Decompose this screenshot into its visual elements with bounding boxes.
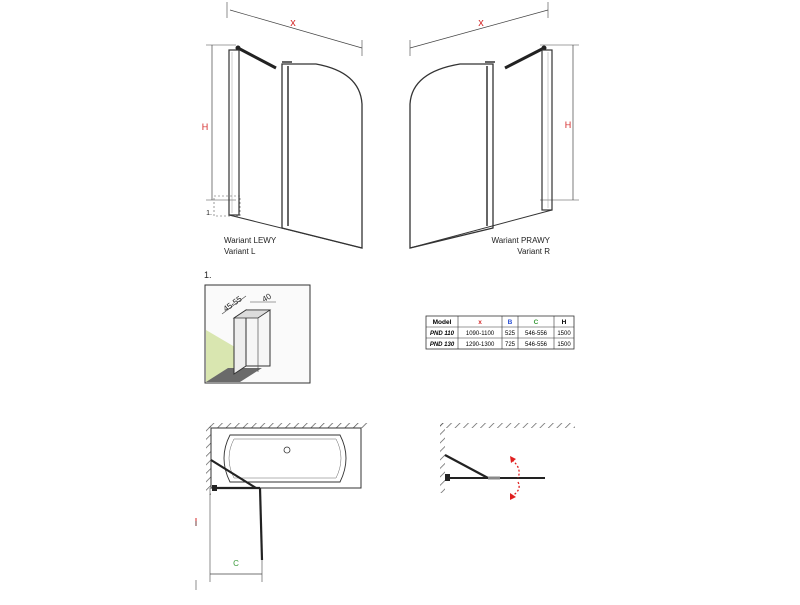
- table-header-cell: H: [562, 319, 567, 326]
- swing-panel: [281, 63, 363, 249]
- table-cell: 546-556: [525, 342, 548, 348]
- right-caption-line2: Variant R: [517, 247, 550, 256]
- wall-hatch-side: [206, 423, 211, 495]
- detail-callout-box: [213, 195, 241, 217]
- swing-panel: [409, 63, 494, 249]
- plan-view-bathtub: I C: [195, 423, 368, 590]
- stabilizer-arm: [237, 46, 277, 70]
- wall-profile: [233, 309, 247, 375]
- table-cell: 725: [505, 342, 516, 348]
- wall-hatch-side: [440, 423, 445, 493]
- table-header-cell: x: [478, 319, 482, 326]
- table-model-cell: PND 110: [430, 331, 455, 337]
- table-cell: 546-556: [525, 331, 548, 337]
- table-model-cell: PND 130: [430, 342, 455, 348]
- wall-hatch-top: [206, 423, 368, 428]
- right-caption-line1: Wariant PRAWY: [491, 236, 550, 245]
- screen-open-line: [258, 487, 264, 561]
- table-cell: 1500: [557, 342, 571, 348]
- table-cell: 1090-1100: [466, 331, 495, 337]
- left-caption-line1: Wariant LEWY: [224, 236, 277, 245]
- wall-hatch-top: [440, 423, 575, 428]
- left-height-label: H: [202, 122, 209, 132]
- table-cell: 525: [505, 331, 516, 337]
- right-height-label: H: [565, 120, 572, 130]
- dim-c-label: C: [233, 559, 239, 568]
- table-frame: [425, 315, 575, 350]
- bath-edge-line: [409, 209, 553, 249]
- dim-b-marker: I: [195, 521, 197, 528]
- left-caption-line2: Variant L: [224, 247, 256, 256]
- table-cell: 1500: [557, 331, 571, 337]
- screen-fold-line: [210, 459, 257, 489]
- bathtub-outline: [210, 427, 362, 489]
- screen-fold-line: [444, 454, 489, 479]
- stabilizer-arm: [504, 46, 545, 70]
- fixed-panel: [541, 49, 553, 211]
- bathtub-basin: [223, 434, 347, 483]
- swing-arrow-down: [511, 481, 520, 497]
- plan-view-swing: [440, 423, 575, 500]
- drain-icon: [283, 446, 291, 454]
- profile-detail: 1. 45-55 40: [204, 270, 311, 384]
- right-elevation-view: x H Wariant PRAWY Variant R: [409, 2, 579, 256]
- right-width-label: x: [478, 17, 484, 29]
- left-width-label: x: [290, 17, 296, 29]
- detail-callout-number: 1.: [206, 210, 212, 217]
- bath-edge-line: [228, 214, 363, 249]
- swing-arrow-up: [511, 459, 520, 479]
- table-header-cell: C: [534, 319, 539, 326]
- table-cell: 1290-1300: [466, 342, 495, 348]
- right-width-dimension-line: [409, 9, 549, 49]
- left-width-dimension-line: [229, 9, 363, 49]
- detail-label: 1.: [204, 270, 212, 280]
- fixed-panel: [228, 49, 240, 216]
- left-elevation-view: x H 1. Wariant LEWY Variant L: [202, 2, 363, 256]
- table-header-cell: Model: [433, 319, 452, 326]
- table-header-cell: B: [508, 319, 513, 326]
